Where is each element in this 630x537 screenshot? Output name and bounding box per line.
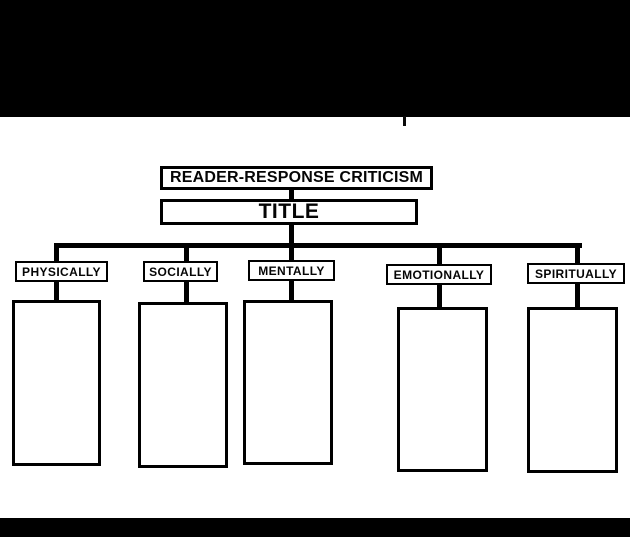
title-label: TITLE: [258, 200, 320, 223]
title-box: TITLE: [160, 199, 418, 225]
connector-line-to-socially: [184, 247, 189, 262]
connector-emotionally-to-box: [437, 284, 442, 308]
branch-label-text: PHYSICALLY: [22, 264, 101, 279]
header-label: READER-RESPONSE CRITICISM: [169, 169, 424, 186]
branch-label-text: MENTALLY: [258, 263, 325, 278]
connector-line-to-physically: [54, 247, 59, 262]
connector-line-to-mentally: [289, 247, 294, 261]
distribution-line: [54, 243, 582, 248]
branch-label-mentally: MENTALLY: [248, 260, 335, 281]
bottom-letterbox-bar: [0, 518, 630, 537]
connector-line-to-spiritually: [575, 243, 580, 264]
response-box-mentally: [243, 300, 333, 465]
header-box: READER-RESPONSE CRITICISM: [160, 166, 433, 190]
branch-label-text: SPIRITUALLY: [535, 266, 617, 281]
response-box-emotionally: [397, 307, 488, 472]
connector-title-to-line: [289, 223, 294, 244]
response-box-physically: [12, 300, 101, 466]
response-box-socially: [138, 302, 228, 468]
connector-socially-to-box: [184, 281, 189, 303]
stray-mark: [403, 116, 406, 126]
response-box-spiritually: [527, 307, 618, 473]
connector-header-to-title: [289, 188, 294, 200]
top-letterbox-bar: [0, 0, 630, 117]
branch-label-physically: PHYSICALLY: [15, 261, 108, 282]
connector-physically-to-box: [54, 281, 59, 301]
branch-label-text: EMOTIONALLY: [393, 267, 485, 282]
branch-label-socially: SOCIALLY: [143, 261, 218, 282]
branch-label-spiritually: SPIRITUALLY: [527, 263, 625, 284]
connector-spiritually-to-box: [575, 283, 580, 308]
connector-mentally-to-box: [289, 280, 294, 301]
branch-label-text: SOCIALLY: [149, 264, 212, 279]
branch-label-emotionally: EMOTIONALLY: [386, 264, 492, 285]
connector-line-to-emotionally: [437, 247, 442, 265]
